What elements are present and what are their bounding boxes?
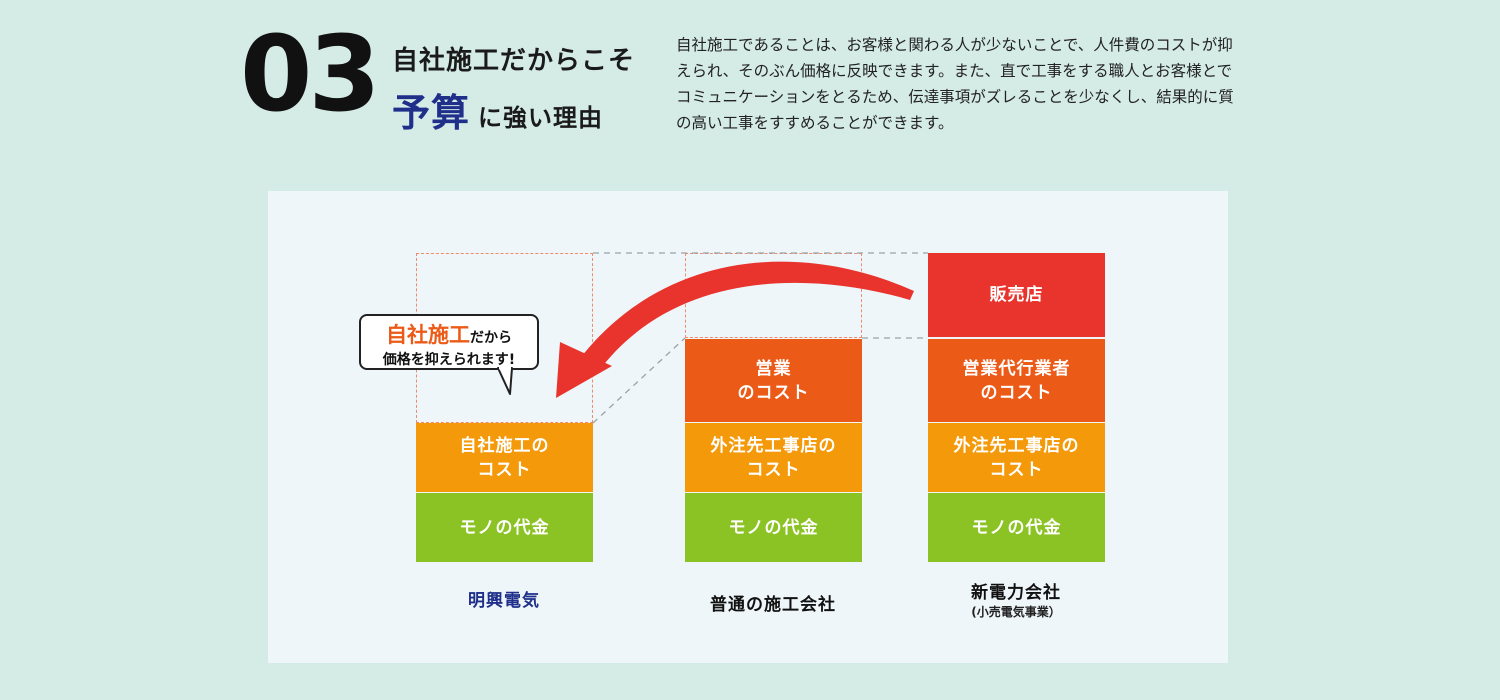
- column-label-ordinary: 普通の施工会社: [710, 595, 836, 615]
- block-sales-cost: 営業 のコスト: [685, 339, 862, 422]
- curved-arrow-head: [556, 342, 612, 398]
- block-subcontractor-cost-2: 外注先工事店の コスト: [685, 423, 862, 492]
- block-goods-price-2: モノの代金: [685, 493, 862, 562]
- guide-line-diag-1: [592, 337, 686, 424]
- column-label-new-power: 新電力会社: [971, 583, 1061, 603]
- block-sales-agent-cost: 営業代行業者 のコスト: [928, 339, 1105, 422]
- headline-rest: に強い理由: [478, 104, 604, 132]
- block-own-construction-cost: 自社施工の コスト: [416, 423, 593, 492]
- headline-line1: 自社施工だからこそ: [392, 46, 636, 76]
- callout-accent: 自社施工: [386, 323, 470, 347]
- block-goods-price-1: モノの代金: [416, 493, 593, 562]
- description-text: 自社施工であることは、お客様と関わる人が少ないことで、人件費のコストが抑えられ、…: [676, 36, 1234, 132]
- callout-bubble: 自社施工だから 価格を抑えられます!: [359, 314, 539, 370]
- headline-accent: 予算: [392, 91, 471, 135]
- block-retailer: 販売店: [928, 253, 1105, 337]
- curved-arrow: [556, 261, 914, 398]
- callout-line1-rest: だから: [470, 330, 512, 346]
- headline-line2: 予算に強い理由: [392, 82, 603, 137]
- column-label-meiko: 明興電気: [468, 591, 540, 611]
- block-subcontractor-cost-3: 外注先工事店の コスト: [928, 423, 1105, 492]
- block-goods-price-3: モノの代金: [928, 493, 1105, 562]
- column-sublabel-new-power: (小売電気事業）: [971, 605, 1061, 619]
- callout-line2: 価格を抑えられます!: [382, 352, 516, 368]
- curved-arrow-body: [575, 261, 914, 372]
- section-number: 03: [240, 13, 381, 135]
